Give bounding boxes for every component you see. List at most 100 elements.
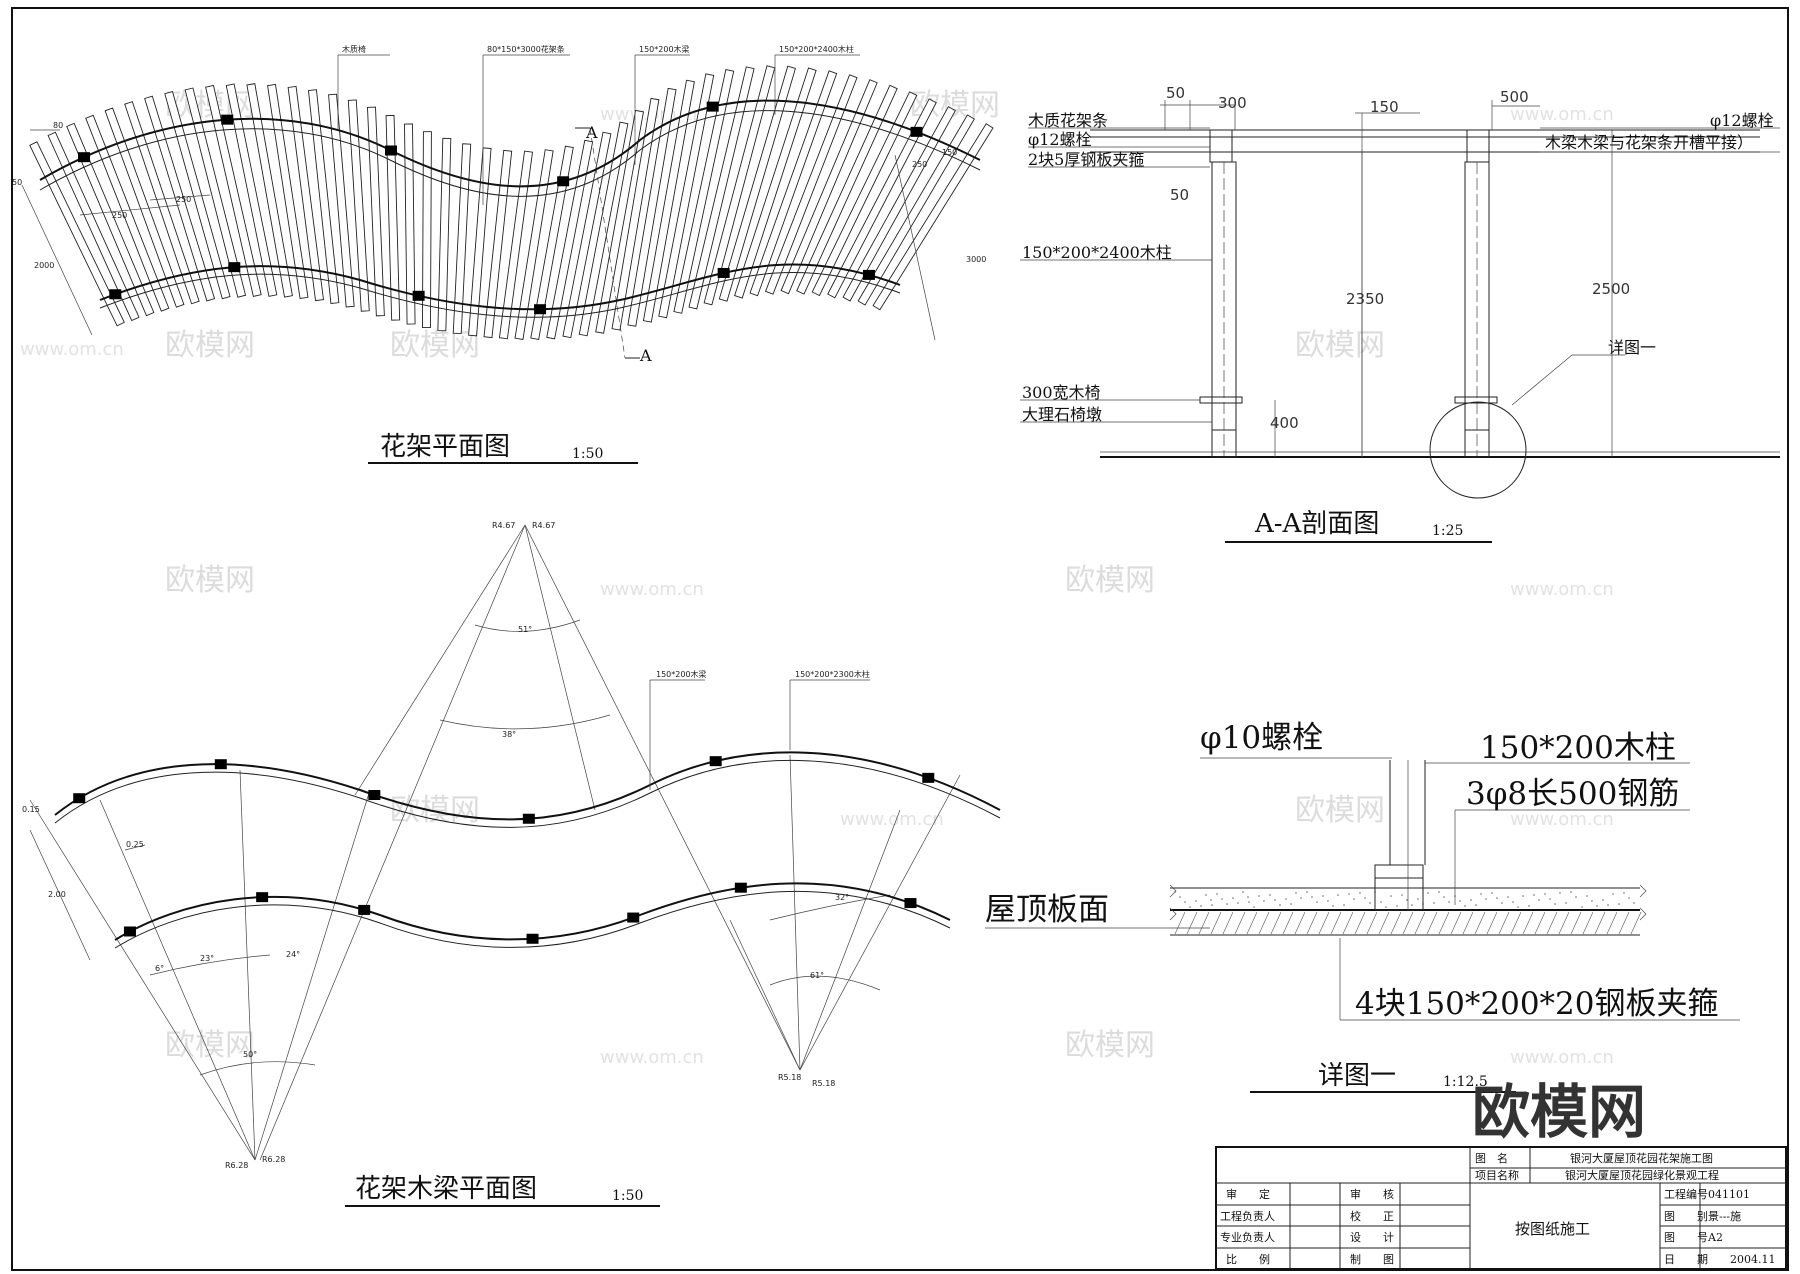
slab-aggregate: [1221, 898, 1223, 900]
plan-post: [109, 289, 122, 300]
slab-aggregate: [1364, 897, 1366, 899]
plan-post: [717, 267, 730, 278]
plan-post: [862, 269, 875, 280]
plan-slat: [267, 83, 309, 299]
plan-slat: [367, 106, 385, 317]
beam-plan-post: [709, 756, 722, 767]
slab-aggregate: [1607, 904, 1609, 906]
plan-slat: [688, 66, 755, 310]
slab-hatch-line: [1570, 911, 1582, 935]
radius-right-a: R5.18: [778, 1073, 801, 1082]
plan-section-mark-bottom: A: [639, 346, 652, 365]
beam-plan-post: [368, 790, 381, 801]
slab-hatch-line: [1474, 911, 1486, 935]
plan-post: [221, 114, 234, 125]
section-scale: 1:25: [1432, 523, 1463, 539]
slab-hatch-line: [1462, 911, 1474, 935]
slab-aggregate: [1385, 906, 1387, 908]
watermark-logo: 欧模网: [1295, 328, 1385, 363]
slab-aggregate: [1612, 893, 1614, 895]
plan-slat: [530, 145, 574, 340]
detail-column: 150*200木柱: [1480, 730, 1676, 766]
plan-slat: [811, 91, 918, 297]
slab-aggregate: [1396, 905, 1398, 907]
slab-aggregate: [1184, 901, 1186, 903]
plan-title: 花架平面图: [380, 432, 510, 462]
tb-label-project-no: 工程编号: [1664, 1187, 1708, 1201]
tb-role-draw: 制 图: [1350, 1253, 1394, 1266]
watermark-url: www.om.cn: [20, 339, 124, 360]
slab-hatch-line: [1390, 911, 1402, 935]
slab-aggregate: [1618, 903, 1620, 905]
slab-aggregate: [1237, 902, 1239, 904]
plan-slat: [842, 106, 956, 302]
plan-callout-2: 80*150*3000花架条: [487, 44, 565, 54]
beam-plan-post: [922, 772, 935, 783]
slab-aggregate: [1274, 899, 1276, 901]
slab-aggregate: [1253, 906, 1255, 908]
plan-beam-top-inner: [39, 110, 981, 197]
tb-role-check: 校 正: [1350, 1209, 1394, 1223]
slab-hatch-line: [1210, 911, 1222, 935]
slab-aggregate: [1306, 891, 1308, 893]
plan-slat: [104, 107, 185, 308]
section-dim-2350: 2350: [1346, 290, 1384, 308]
section-label-bolt: φ12螺栓: [1028, 130, 1092, 149]
plan-slat: [796, 84, 898, 295]
plan-slat: [578, 121, 629, 337]
slab-aggregate: [1549, 898, 1551, 900]
beam-plan-post: [214, 759, 227, 770]
slab-aggregate: [1216, 893, 1218, 895]
slab-aggregate: [1480, 893, 1482, 895]
slab-aggregate: [1628, 897, 1630, 899]
slab-hatch-line: [1450, 911, 1462, 935]
slab-aggregate: [1348, 893, 1350, 895]
plan-slat: [514, 149, 554, 340]
slab-aggregate: [1464, 905, 1466, 907]
slab-hatch-line: [1402, 911, 1414, 935]
detail-clamp: 4块150*200*20钢板夹箍: [1355, 986, 1719, 1022]
tb-role-approve: 审 定: [1226, 1187, 1270, 1201]
slab-aggregate: [1263, 900, 1265, 902]
slab-aggregate: [1533, 894, 1535, 896]
slab-aggregate: [1359, 892, 1361, 894]
plan-slat: [85, 114, 170, 312]
slab-aggregate: [1522, 895, 1524, 897]
watermark-url: www.om.cn: [1510, 1047, 1614, 1068]
slab-hatch-line: [1486, 911, 1498, 935]
slab-aggregate: [1337, 894, 1339, 896]
beam-plan-beam-bottom-inner: [114, 890, 951, 949]
section-detail-ref: 详图一: [1608, 338, 1656, 357]
beam-plan: 150*200木梁 150*200*2300木柱 R4.67 R4.67 R6.…: [22, 521, 1001, 1207]
plan-slat: [483, 149, 513, 339]
section-label-joint: 木梁木梁与花架条开槽平接）: [1545, 133, 1753, 152]
slab-aggregate: [1279, 904, 1281, 906]
slab-aggregate: [1380, 901, 1382, 903]
tb-role-specialist: 专业负责人: [1220, 1230, 1275, 1244]
title-block: 图 名 银河大厦屋顶花园花架施工图 项目名称 银河大厦屋顶花园绿化景观工程 审 …: [1215, 1146, 1787, 1270]
slab-hatch-line: [1414, 911, 1426, 935]
plan-slat: [734, 67, 817, 299]
slab-aggregate: [1300, 897, 1302, 899]
sheet-border: [11, 7, 1789, 1271]
slab-aggregate: [1596, 905, 1598, 907]
plan-slat: [673, 69, 735, 314]
slab-hatch-line: [1426, 911, 1438, 935]
slab-hatch-line: [1342, 911, 1354, 935]
tb-label-date: 日 期: [1664, 1253, 1708, 1266]
slab-aggregate: [1470, 899, 1472, 901]
beam-plan-scale: 1:50: [612, 1188, 643, 1204]
slab-aggregate: [1295, 892, 1297, 894]
radius-left-b: R6.28: [262, 1155, 285, 1164]
plan-callout-1: 木质椅: [342, 44, 366, 54]
plan-slat: [872, 123, 994, 311]
plan-post: [557, 176, 570, 187]
slab-aggregate: [1448, 901, 1450, 903]
slab-aggregate: [1200, 905, 1202, 907]
plan-slat: [546, 139, 594, 340]
angle-61: 61°: [810, 971, 824, 980]
plan-dim-1: 50: [12, 178, 22, 187]
section-label-bench: 300宽木椅: [1022, 383, 1101, 402]
watermark-logo: 欧模网: [165, 563, 255, 598]
slab-aggregate: [1332, 905, 1334, 907]
